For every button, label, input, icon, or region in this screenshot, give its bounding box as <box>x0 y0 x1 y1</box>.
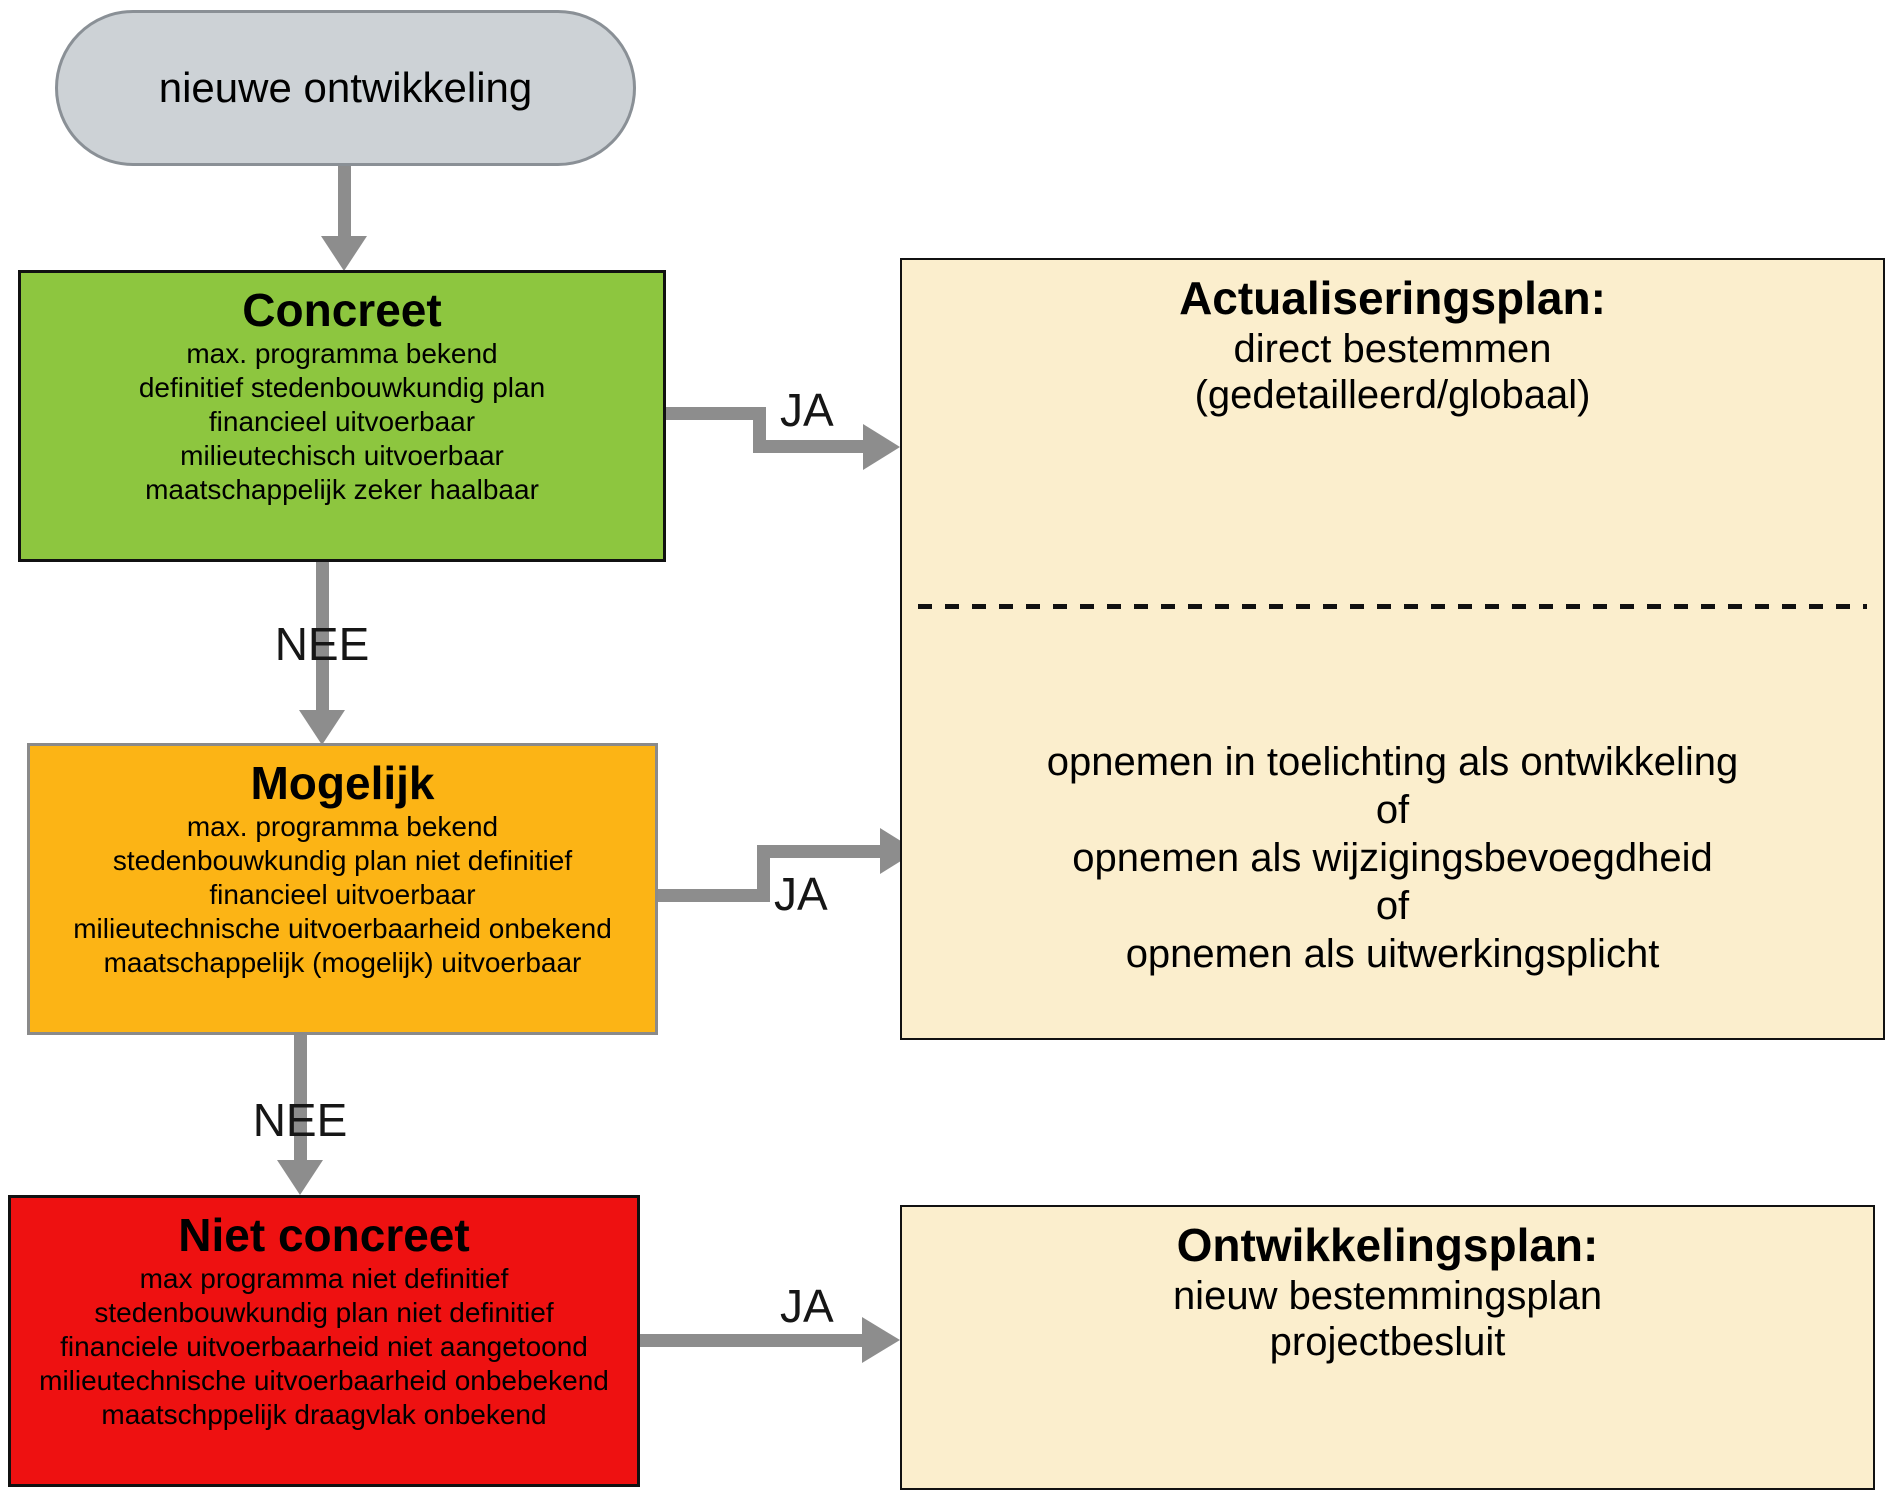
outcome-ontwikkelingsplan-title: Ontwikkelingsplan: <box>1176 1219 1599 1271</box>
outcome-actualiseringsplan-subtitle: direct bestemmen <box>1233 327 1552 371</box>
node-niet-concreet-line: maatschppelijk draagvlak onbekend <box>101 1399 547 1430</box>
node-mogelijk: Mogelijk max. programma bekend stedenbou… <box>27 743 658 1035</box>
outcome-option-separator: of <box>1375 788 1410 832</box>
node-concreet: Concreet max. programma bekend definitie… <box>18 270 666 562</box>
outcome-actualiseringsplan: Actualiseringsplan: direct bestemmen (ge… <box>900 258 1885 1040</box>
arrowhead-down-icon <box>299 710 345 745</box>
edge-label-ja: JA <box>774 868 828 920</box>
edge-label-nee: NEE <box>274 618 370 670</box>
node-niet-concreet-title: Niet concreet <box>178 1209 470 1261</box>
node-concreet-line: definitief stedenbouwkundig plan <box>138 372 546 403</box>
dashed-divider <box>918 604 1867 609</box>
outcome-actualiseringsplan-title: Actualiseringsplan: <box>1179 272 1606 324</box>
node-concreet-line: maatschappelijk zeker haalbaar <box>145 474 539 505</box>
outcome-option-separator: of <box>1375 884 1410 928</box>
node-concreet-line: milieutechisch uitvoerbaar <box>180 440 504 471</box>
edge-label-ja: JA <box>780 1280 834 1332</box>
arrow-mogelijk-ja-segment <box>757 845 882 858</box>
outcome-actualiseringsplan-options: opnemen in toelichting als ontwikkeling … <box>902 738 1883 978</box>
node-mogelijk-line: max. programma bekend <box>186 811 499 842</box>
outcome-option: opnemen als uitwerkingsplicht <box>1125 932 1660 976</box>
node-mogelijk-title: Mogelijk <box>250 757 435 809</box>
outcome-option: opnemen in toelichting als ontwikkeling <box>1046 740 1739 784</box>
arrowhead-right-icon <box>862 1317 900 1363</box>
node-niet-concreet-line: max programma niet definitief <box>139 1263 509 1294</box>
edge-label-nee: NEE <box>252 1094 348 1146</box>
arrow-concreet-ja-segment <box>753 440 865 453</box>
arrowhead-down-icon <box>321 236 367 271</box>
edge-label-ja: JA <box>780 384 834 436</box>
outcome-actualiseringsplan-subtitle: (gedetailleerd/globaal) <box>1194 373 1591 417</box>
node-niet-concreet-line: financiele uitvoerbaarheid niet aangetoo… <box>60 1331 588 1362</box>
node-niet-concreet: Niet concreet max programma niet definit… <box>8 1195 640 1487</box>
arrow-start-to-concreet-line <box>338 156 351 238</box>
outcome-ontwikkelingsplan: Ontwikkelingsplan: nieuw bestemmingsplan… <box>900 1205 1875 1490</box>
node-concreet-line: max. programma bekend <box>186 338 498 369</box>
node-mogelijk-line: financieel uitvoerbaar <box>209 879 476 910</box>
node-niet-concreet-line: stedenbouwkundig plan niet definitief <box>94 1297 554 1328</box>
arrow-mogelijk-nee-line <box>294 1035 307 1162</box>
node-mogelijk-line: milieutechnische uitvoerbaarheid onbeken… <box>73 913 612 944</box>
arrow-concreet-nee-line <box>316 562 329 712</box>
arrow-concreet-ja-segment <box>664 407 766 420</box>
start-node: nieuwe ontwikkeling <box>55 10 636 166</box>
arrow-mogelijk-ja-segment <box>656 889 770 902</box>
arrow-mogelijk-ja-segment <box>757 845 770 902</box>
node-concreet-line: financieel uitvoerbaar <box>208 406 476 437</box>
outcome-option: opnemen als wijzigingsbevoegdheid <box>1072 836 1713 880</box>
arrowhead-down-icon <box>277 1160 323 1195</box>
node-mogelijk-line: stedenbouwkundig plan niet definitief <box>112 845 573 876</box>
start-node-label: nieuwe ontwikkeling <box>158 64 533 111</box>
node-niet-concreet-line: milieutechnische uitvoerbaarheid onbebek… <box>39 1365 609 1396</box>
arrowhead-right-icon <box>863 424 900 470</box>
arrow-niet-concreet-ja-line <box>640 1334 864 1347</box>
node-mogelijk-line: maatschappelijk (mogelijk) uitvoerbaar <box>103 947 582 978</box>
node-concreet-title: Concreet <box>242 284 442 336</box>
outcome-ontwikkelingsplan-line: nieuw bestemmingsplan <box>1172 1274 1603 1318</box>
outcome-ontwikkelingsplan-line: projectbesluit <box>1269 1320 1506 1364</box>
